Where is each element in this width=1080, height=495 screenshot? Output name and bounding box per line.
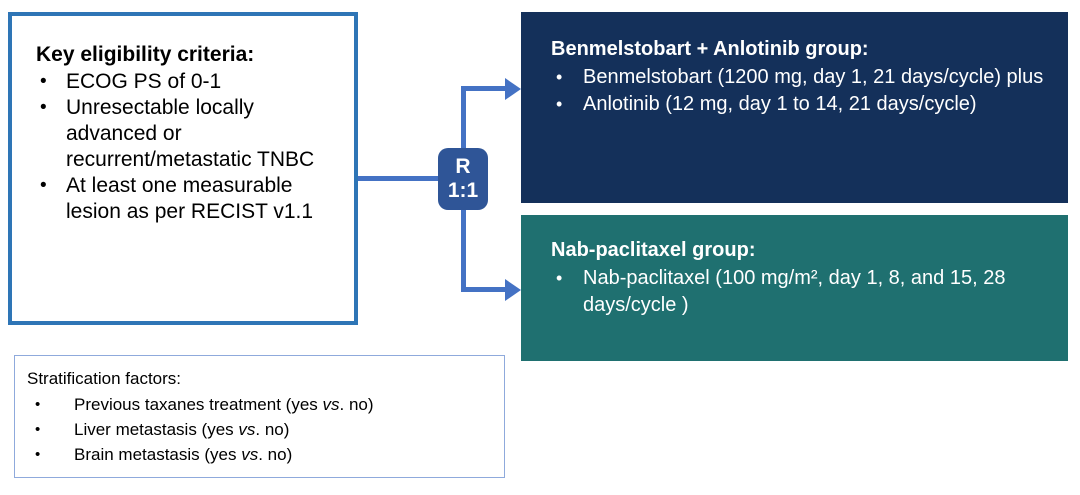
list-item-suffix: . no)	[339, 395, 374, 414]
randomization-ratio: 1:1	[447, 179, 479, 202]
bullet-icon: •	[40, 71, 47, 92]
connector-lower-horizontal	[461, 287, 507, 292]
connector-upper-vertical	[461, 86, 466, 162]
bullet-icon: •	[556, 268, 563, 288]
list-item: • Liver metastasis (yes vs. no)	[27, 417, 496, 442]
list-item-emphasis: vs	[238, 420, 256, 439]
bullet-icon: •	[40, 97, 47, 118]
arrow-head-lower-icon	[505, 278, 521, 301]
list-item: • Previous taxanes treatment (yes vs. no…	[27, 392, 496, 417]
list-item: • At least one measurable lesion as per …	[36, 173, 340, 225]
bullet-icon: •	[556, 94, 563, 114]
list-item-suffix: . no)	[255, 420, 290, 439]
list-item: • Unresectable locally advanced or recur…	[36, 95, 340, 173]
list-item-label: At least one measurable lesion as per RE…	[66, 174, 314, 223]
list-item: • ECOG PS of 0-1	[36, 69, 340, 95]
arrow-head-upper-icon	[505, 77, 521, 100]
stratification-factors-list: • Previous taxanes treatment (yes vs. no…	[27, 392, 496, 467]
list-item-label: Unresectable locally advanced or recurre…	[66, 96, 315, 171]
connector-stem	[358, 176, 444, 181]
list-item-emphasis: vs	[322, 395, 340, 414]
list-item-prefix: Previous taxanes treatment (yes	[74, 395, 323, 414]
list-item-prefix: Liver metastasis (yes	[74, 420, 239, 439]
treatment-arm-benmelstobart-anlotinib: Benmelstobart + Anlotinib group: • Benme…	[521, 12, 1068, 203]
list-item-label: Anlotinib (12 mg, day 1 to 14, 21 days/c…	[583, 93, 977, 115]
bullet-icon: •	[35, 421, 41, 438]
arm-title: Benmelstobart + Anlotinib group:	[551, 38, 869, 60]
arm-title: Nab-paclitaxel group:	[551, 239, 756, 261]
stratification-title: Stratification factors:	[27, 369, 182, 388]
list-item: • Brain metastasis (yes vs. no)	[27, 442, 496, 467]
bullet-icon: •	[35, 446, 41, 463]
list-item: • Nab-paclitaxel (100 mg/m², day 1, 8, a…	[551, 265, 1052, 319]
eligibility-criteria-list: • ECOG PS of 0-1 • Unresectable locally …	[36, 69, 340, 225]
list-item: • Benmelstobart (1200 mg, day 1, 21 days…	[551, 64, 1052, 91]
list-item-label: Nab-paclitaxel (100 mg/m², day 1, 8, and…	[583, 267, 1006, 316]
list-item-emphasis: vs	[241, 445, 259, 464]
eligibility-title: Key eligibility criteria:	[36, 43, 255, 66]
arm-regimen-list: • Nab-paclitaxel (100 mg/m², day 1, 8, a…	[551, 265, 1052, 319]
eligibility-criteria-box: Key eligibility criteria: • ECOG PS of 0…	[8, 12, 358, 325]
list-item-label: Benmelstobart (1200 mg, day 1, 21 days/c…	[583, 66, 1044, 88]
list-item-label: ECOG PS of 0-1	[66, 70, 222, 93]
bullet-icon: •	[556, 67, 563, 87]
connector-upper-horizontal	[461, 86, 507, 91]
list-item: • Anlotinib (12 mg, day 1 to 14, 21 days…	[551, 91, 1052, 118]
list-item-suffix: . no)	[258, 445, 293, 464]
bullet-icon: •	[35, 396, 41, 413]
randomization-label: R	[455, 155, 471, 178]
stratification-factors-box: Stratification factors: • Previous taxan…	[14, 355, 505, 478]
arm-regimen-list: • Benmelstobart (1200 mg, day 1, 21 days…	[551, 64, 1052, 118]
treatment-arm-nab-paclitaxel: Nab-paclitaxel group: • Nab-paclitaxel (…	[521, 215, 1068, 361]
list-item-prefix: Brain metastasis (yes	[74, 445, 242, 464]
connector-lower-vertical	[461, 200, 466, 292]
randomization-node: R 1:1	[438, 148, 488, 210]
bullet-icon: •	[40, 175, 47, 196]
